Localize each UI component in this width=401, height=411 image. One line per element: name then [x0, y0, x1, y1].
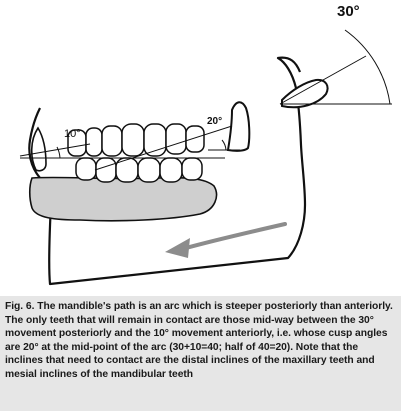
ramus-notch	[226, 101, 251, 152]
dental-arch	[28, 176, 218, 222]
mandible-diagram: 30° 20° 10°	[19, 3, 392, 286]
movement-arrow	[165, 222, 287, 258]
anterior-incisor	[30, 126, 47, 172]
upper-teeth	[67, 123, 205, 157]
caption-background	[0, 296, 401, 411]
angle-label-20: 20°	[207, 116, 222, 127]
condyle	[281, 78, 329, 109]
angle-label-30: 30°	[337, 3, 360, 20]
reference-lines	[19, 55, 392, 171]
figure-caption: Fig. 6. The mandible's path is an arc wh…	[5, 301, 393, 380]
lower-teeth	[75, 157, 203, 183]
angle-label-10: 10°	[64, 128, 81, 140]
angle-arcs	[56, 29, 391, 159]
